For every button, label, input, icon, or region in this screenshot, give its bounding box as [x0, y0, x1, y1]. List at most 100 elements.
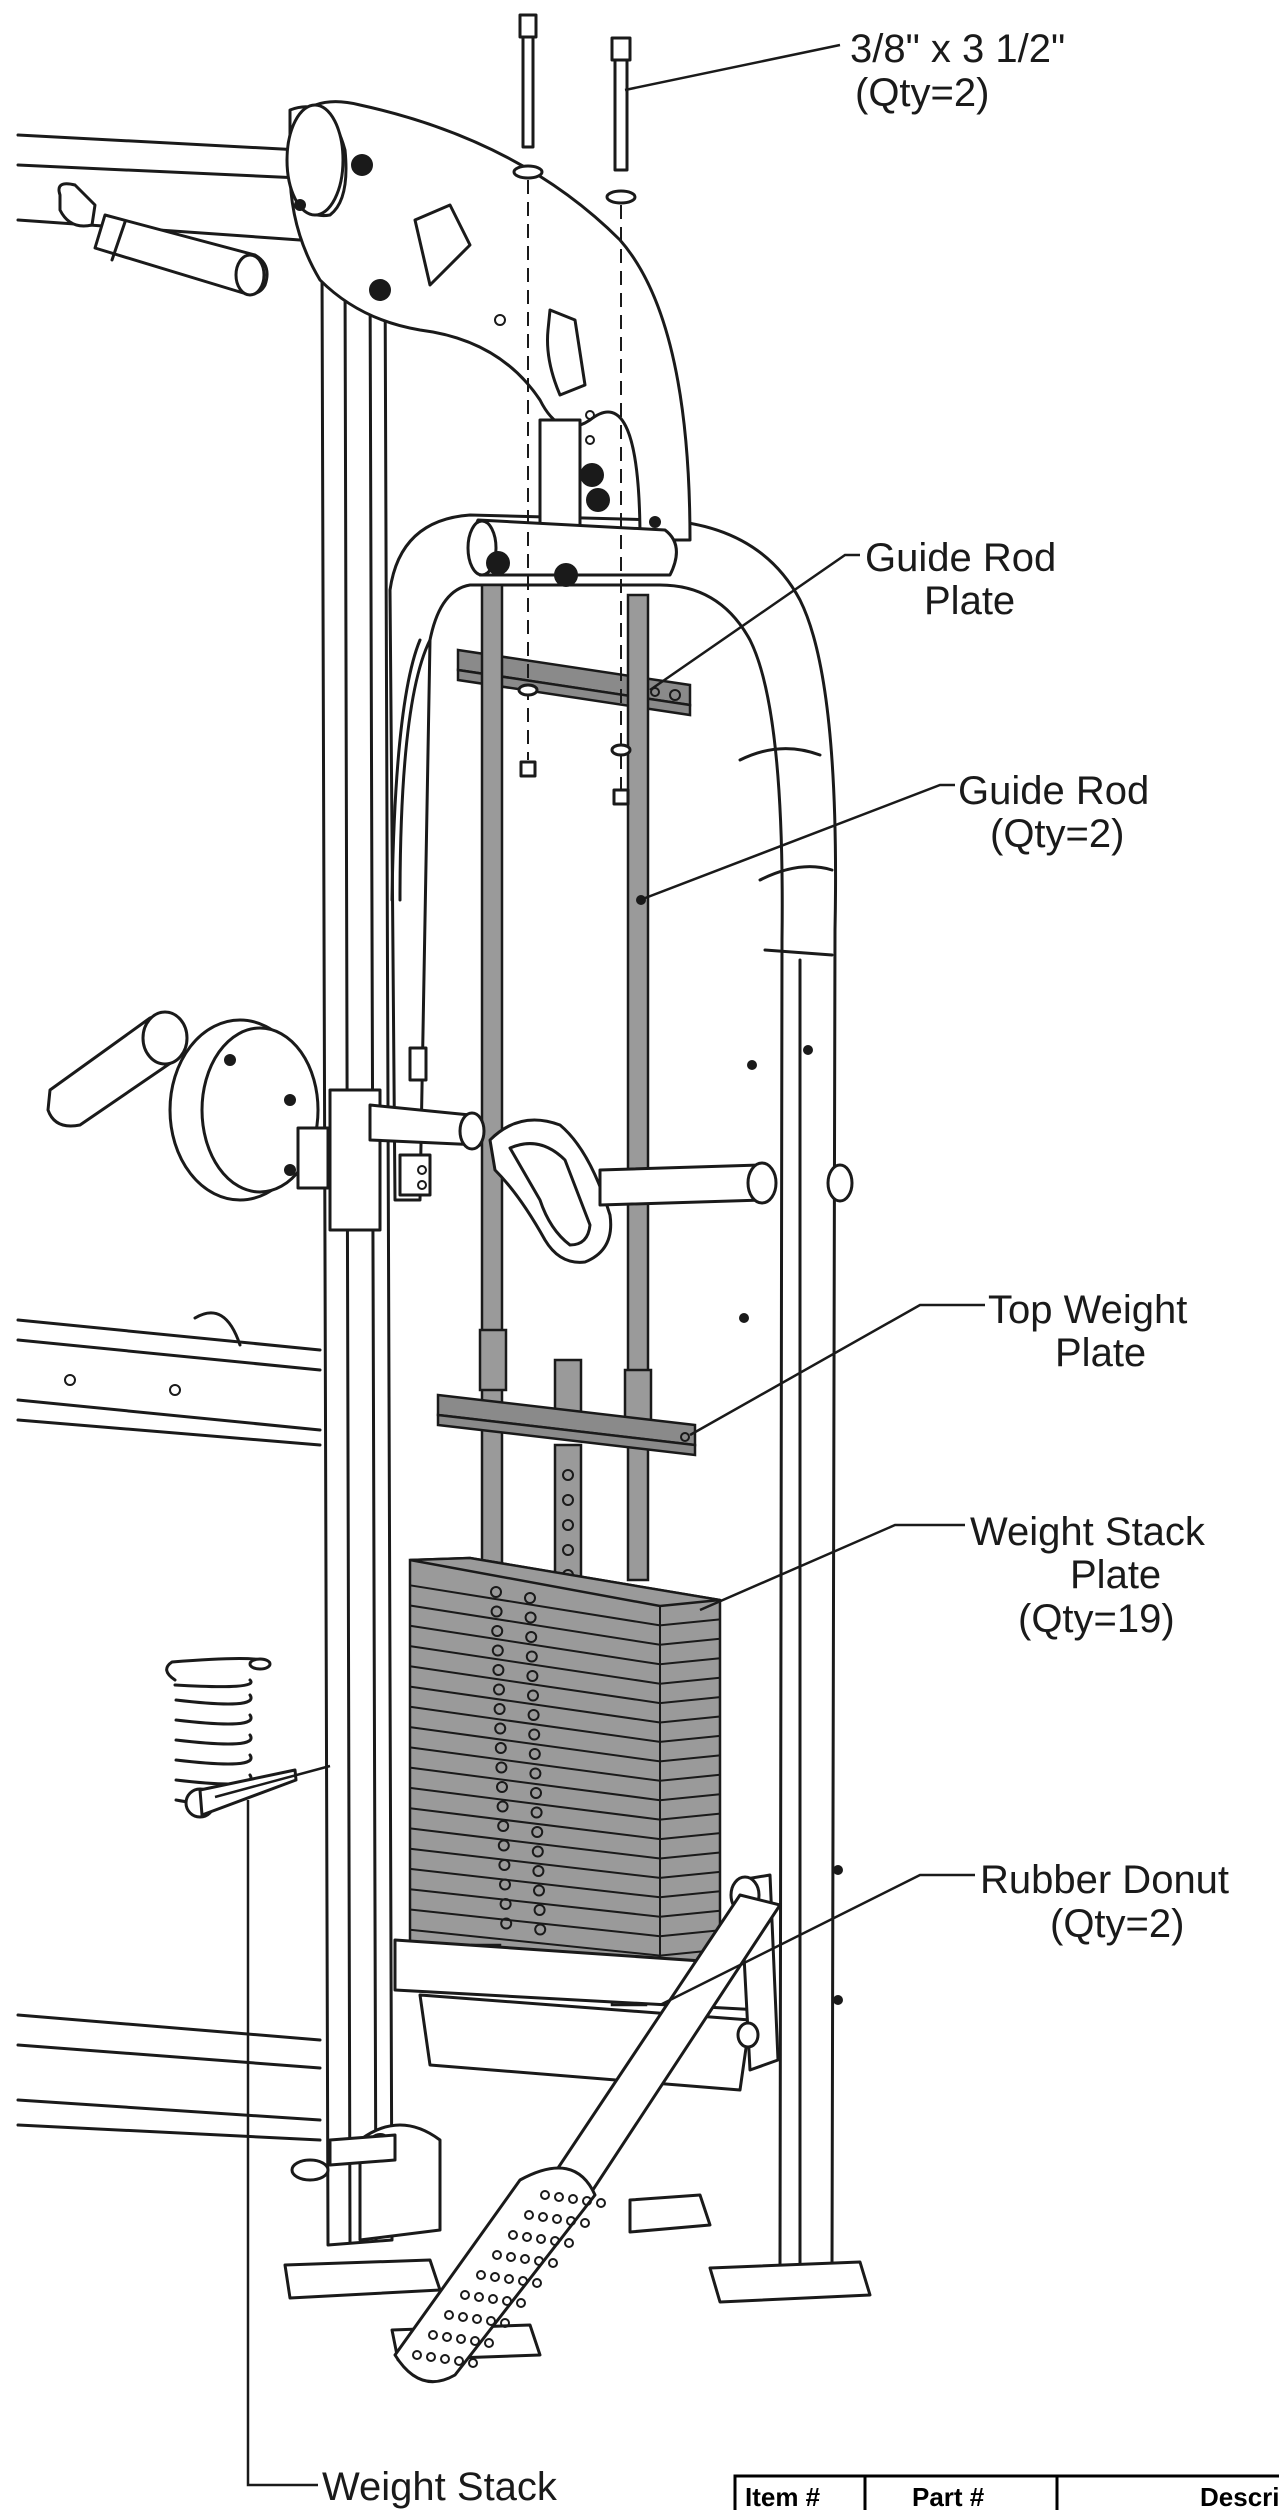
left-base-bracket — [290, 2123, 442, 2242]
right-pin-bar — [598, 1161, 854, 1207]
weight-stack-hole — [495, 1761, 508, 1774]
pedal-tread-dot — [474, 2292, 484, 2302]
weight-stack-hole — [530, 1787, 542, 1799]
weight-stack-hole — [496, 1781, 508, 1793]
pedal-tread-dot — [506, 2252, 516, 2262]
pedal-tread-dot — [522, 2232, 532, 2242]
pedal-tread-dot — [516, 2298, 526, 2308]
pedal-tread-dot — [566, 2216, 576, 2226]
weight-stack-hole — [490, 1586, 502, 1598]
top-cross-tube — [466, 516, 678, 587]
weight-stack-hole — [527, 1709, 540, 1721]
callout-guide-rod-plate-line2: Plate — [924, 579, 1015, 623]
callout-guide-rod-line2: (Qty=2) — [990, 812, 1124, 856]
weight-stack-plate-line — [409, 1604, 721, 1646]
pedal-tread — [412, 2190, 606, 2368]
pedal-tread-dot — [520, 2254, 530, 2264]
callout-bolt-size: 3/8" x 3 1/2" — [850, 27, 1065, 71]
weight-stack-hole — [532, 1865, 545, 1877]
pedal-tread-dot — [444, 2310, 454, 2320]
weight-stack-plate-line — [409, 1746, 721, 1782]
weight-stack-plate-line — [409, 1645, 721, 1685]
callout-top-weight-plate-line2: Plate — [1055, 1331, 1146, 1375]
pedal-tread-dot — [550, 2236, 560, 2246]
weight-stack-hole — [533, 1884, 545, 1897]
weight-stack-hole — [534, 1923, 547, 1936]
top-pulley-housing — [285, 100, 692, 542]
weight-stack-hole — [524, 1592, 536, 1604]
pedal-tread-dot — [548, 2258, 558, 2268]
pedal-tread-dot — [488, 2294, 498, 2304]
callout-top-weight-plate: Top Weight Plate — [988, 1288, 1187, 1375]
callout-bolt: 3/8" x 3 1/2" (Qty=2) — [850, 27, 1065, 115]
pedal-tread-dot — [596, 2198, 606, 2208]
callout-guide-rod-plate: Guide Rod Plate — [865, 536, 1056, 623]
weight-stack-hole — [529, 1767, 542, 1780]
weight-stack-plate-line — [409, 1786, 721, 1821]
callout-rubber-donut-line2: (Qty=2) — [1050, 1902, 1184, 1946]
weight-stack-hole — [500, 1917, 513, 1930]
weight-stack-hole — [526, 1670, 539, 1682]
weight-stack-plate-line — [409, 1827, 721, 1860]
weight-stack-hole — [530, 1806, 543, 1819]
upper-handle — [57, 182, 269, 297]
weight-stack-hole — [499, 1898, 512, 1910]
pedal-tread-dot — [454, 2356, 464, 2366]
weight-stack-plate-line — [409, 1685, 721, 1724]
pedal-tread-dot — [568, 2194, 578, 2204]
weight-stack-plate-line — [409, 1847, 721, 1879]
main-upright — [320, 258, 394, 2247]
weight-stack-hole — [491, 1625, 504, 1637]
pedal-tread-dot — [426, 2352, 436, 2362]
left-swivel-pulley — [46, 1010, 486, 1232]
cable — [390, 638, 432, 902]
weight-stack-hole — [533, 1904, 546, 1916]
weight-stack-hole — [525, 1631, 538, 1643]
weight-stack-hole — [493, 1683, 505, 1696]
weight-stack-plate-line — [409, 1665, 721, 1705]
pedal-tread-dot — [504, 2274, 514, 2284]
pedal-tread-dot — [470, 2336, 480, 2346]
callout-guide-rod-line1: Guide Rod — [958, 769, 1149, 813]
weight-stack-hole — [491, 1644, 504, 1657]
pedal-tread-dot — [524, 2210, 534, 2220]
callout-top-weight-plate-line1: Top Weight — [988, 1288, 1187, 1332]
pedal-tread-dot — [508, 2230, 518, 2240]
parts-table-header-description: Descri — [1200, 2482, 1279, 2510]
callout-weight-stack-plate: Weight Stack Plate (Qty=19) — [970, 1510, 1206, 1641]
pedal-tread-dot — [554, 2192, 564, 2202]
pedal-tread-dot — [476, 2270, 486, 2280]
weight-stack-hole — [525, 1650, 538, 1663]
pedal-tread-dot — [456, 2334, 466, 2344]
callout-bolt-qty: (Qty=2) — [855, 71, 989, 115]
top-weight-plate — [436, 1328, 697, 1457]
weight-stack-hole — [497, 1820, 510, 1832]
weight-stack — [408, 1556, 722, 2007]
parts-table-header-item: Item # — [745, 2482, 821, 2510]
callout-pull-pin-line1: Weight Stack — [322, 2465, 558, 2509]
callout-weight-stack-plate-line3: (Qty=19) — [1018, 1597, 1175, 1641]
weight-stack-hole — [496, 1800, 509, 1813]
pedal-tread-dot — [552, 2214, 562, 2224]
weight-stack-hole — [531, 1845, 544, 1858]
pedal-tread-dot — [490, 2272, 500, 2282]
bolts — [512, 13, 637, 806]
weight-stack-hole — [528, 1748, 541, 1760]
callout-weight-stack-plate-line2: Plate — [1070, 1553, 1161, 1597]
weight-stack-hole — [498, 1859, 511, 1871]
callout-pull-pin: Weight Stack — [322, 2465, 558, 2509]
pedal-tread-dot — [538, 2212, 548, 2222]
weight-stack-hole — [494, 1722, 507, 1735]
weight-stack-plate-line — [409, 1705, 721, 1743]
pedal-tread-dot — [582, 2196, 592, 2206]
weight-stack-hole — [524, 1611, 537, 1624]
pedal-tread-dot — [534, 2256, 544, 2266]
pedal-tread-dot — [486, 2316, 496, 2326]
pedal-tread-dot — [532, 2278, 542, 2288]
weight-stack-plate-line — [409, 1928, 721, 1957]
weight-stack-hole — [494, 1742, 507, 1754]
pedal-tread-dot — [468, 2358, 478, 2368]
callout-leaders — [246, 43, 985, 2487]
pedal-tread-dot — [492, 2250, 502, 2260]
